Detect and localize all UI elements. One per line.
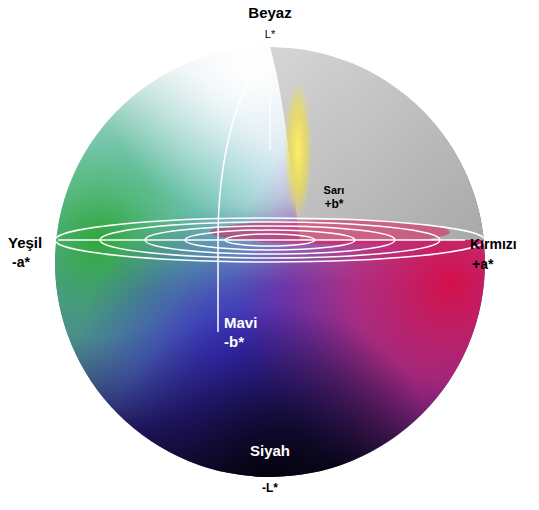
axis-symbol: +b*: [324, 198, 343, 212]
axis-label: Sarı: [324, 184, 345, 197]
axis-label: Beyaz: [248, 4, 291, 21]
axis-label: Yeşil: [8, 234, 42, 251]
axis-symbol: -b*: [224, 333, 244, 350]
axis-label: Mavi: [224, 314, 257, 331]
axis-label: Kırmızı: [470, 236, 517, 252]
axis-symbol: +a*: [472, 256, 493, 272]
axis-symbol: -a*: [12, 254, 30, 270]
axis-symbol: L*: [265, 28, 275, 41]
axis-symbol: -L*: [262, 482, 278, 496]
axis-label: Siyah: [250, 442, 290, 459]
